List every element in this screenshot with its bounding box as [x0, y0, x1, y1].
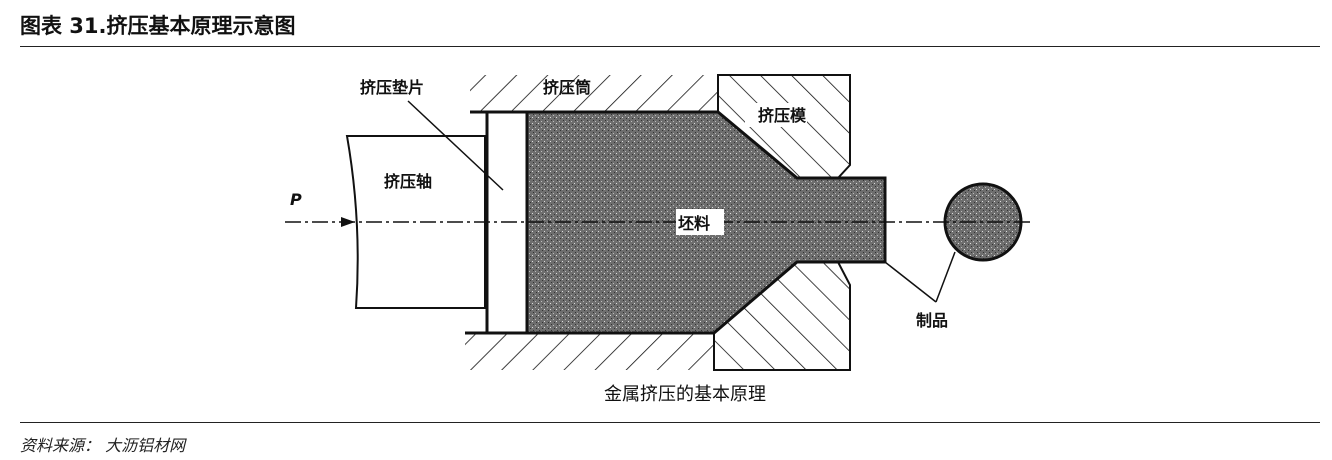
bottom-divider [20, 422, 1320, 423]
label-ram: 挤压轴 [384, 172, 432, 191]
force-arrow-icon [341, 217, 355, 227]
label-die: 挤压模 [758, 106, 807, 125]
dummy-block [485, 110, 529, 335]
label-dummy-block: 挤压垫片 [360, 78, 424, 97]
source-note: 资料来源： 大沥铝材网 [20, 436, 186, 455]
top-divider [20, 46, 1320, 47]
diagram-caption: 金属挤压的基本原理 [604, 384, 766, 405]
label-force: P [290, 190, 302, 209]
label-product: 制品 [916, 311, 948, 330]
figure-title: 图表 31.挤压基本原理示意图 [20, 14, 296, 38]
die [713, 74, 851, 371]
label-container: 挤压筒 [543, 78, 591, 97]
label-billet: 坯料 [678, 214, 710, 233]
